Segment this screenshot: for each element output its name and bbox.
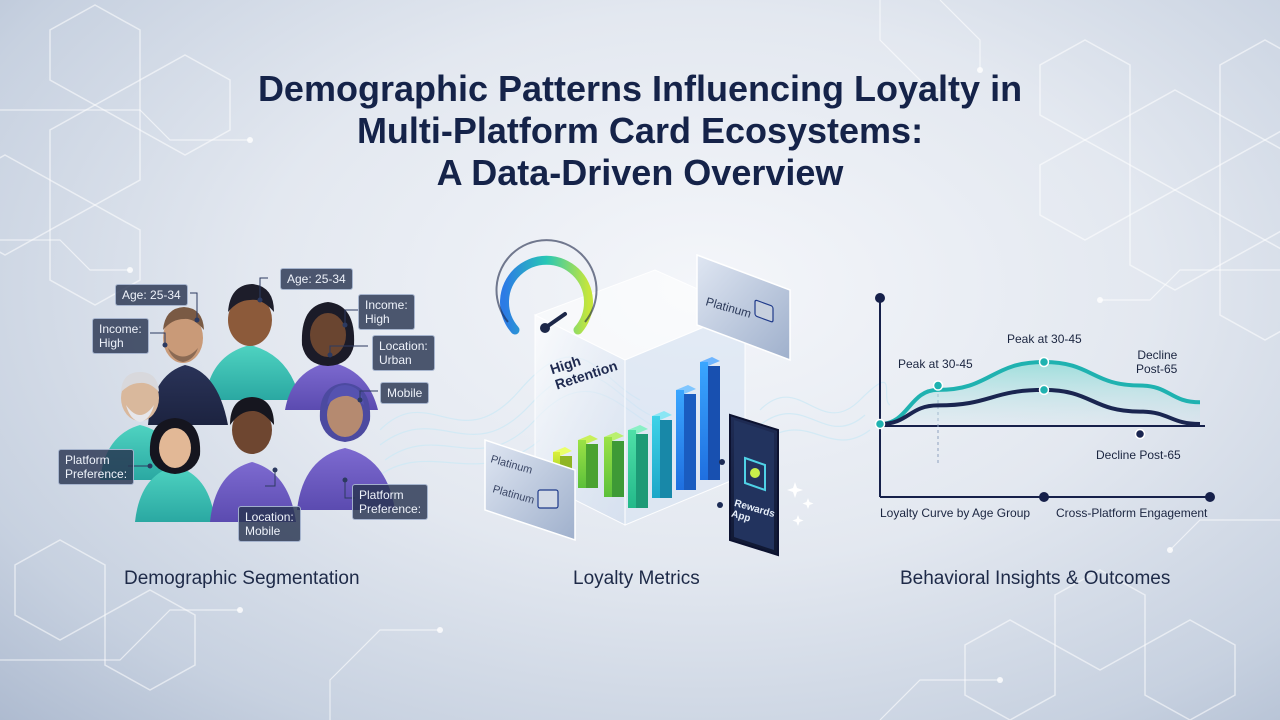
caption-demographic-segmentation: Demographic Segmentation [124,568,360,589]
curve-point [874,418,886,430]
annotation-peak: Peak at 30-45 [898,357,973,371]
platinum-card-icon: Platinum Platinum [484,438,576,542]
title-line-1: Demographic Patterns Influencing Loyalty… [257,68,1023,109]
curve-point [932,380,944,391]
tag-location: Location: Urban [372,335,435,371]
sparkle-icon [787,482,814,526]
x-label-loyalty-curve: Loyalty Curve by Age Group [880,506,1031,520]
platinum-card-icon: Platinum [696,253,791,362]
tag-age: Age: 25-34 [115,284,188,306]
axis-dot [1039,492,1049,502]
annotation-peak: Peak at 30-45 [1007,332,1082,346]
caption-loyalty-metrics: Loyalty Metrics [573,568,700,589]
tag-age: Age: 25-34 [280,268,353,290]
curve-point [1038,356,1050,368]
tag-income: Income: High [358,294,415,330]
dot-marker [717,459,725,508]
annotation-decline: Decline Post-65 [1096,448,1181,462]
caption-behavioral-insights: Behavioral Insights & Outcomes [900,568,1171,589]
axis-dot [1205,492,1215,502]
tag-location: Location: Mobile [238,506,301,542]
axis-dot [875,293,885,303]
x-label-engagement: Cross-Platform Engagement [1056,506,1208,520]
page-title: Demographic Patterns Influencing Loyalty… [140,68,1140,194]
person-icon [205,284,300,400]
title-line-2: Multi-Platform Card Ecosystems: [356,110,924,151]
curve-point [1038,384,1050,396]
tag-income: Income: High [92,318,149,354]
tag-platform-preference: Platform Preference: [352,484,429,520]
title-line-3: A Data-Driven Overview [436,152,844,193]
curve-point [1134,428,1146,440]
person-icon [135,418,215,522]
annotation-decline: Decline Post-65 [1136,348,1178,376]
rewards-app-phone-icon [729,413,779,557]
person-icon [148,307,228,425]
tag-mobile: Mobile [380,382,430,404]
retention-bar-chart [553,357,720,508]
tag-platform-preference: Platform Preference: [58,449,135,485]
gauge-icon [495,239,598,335]
